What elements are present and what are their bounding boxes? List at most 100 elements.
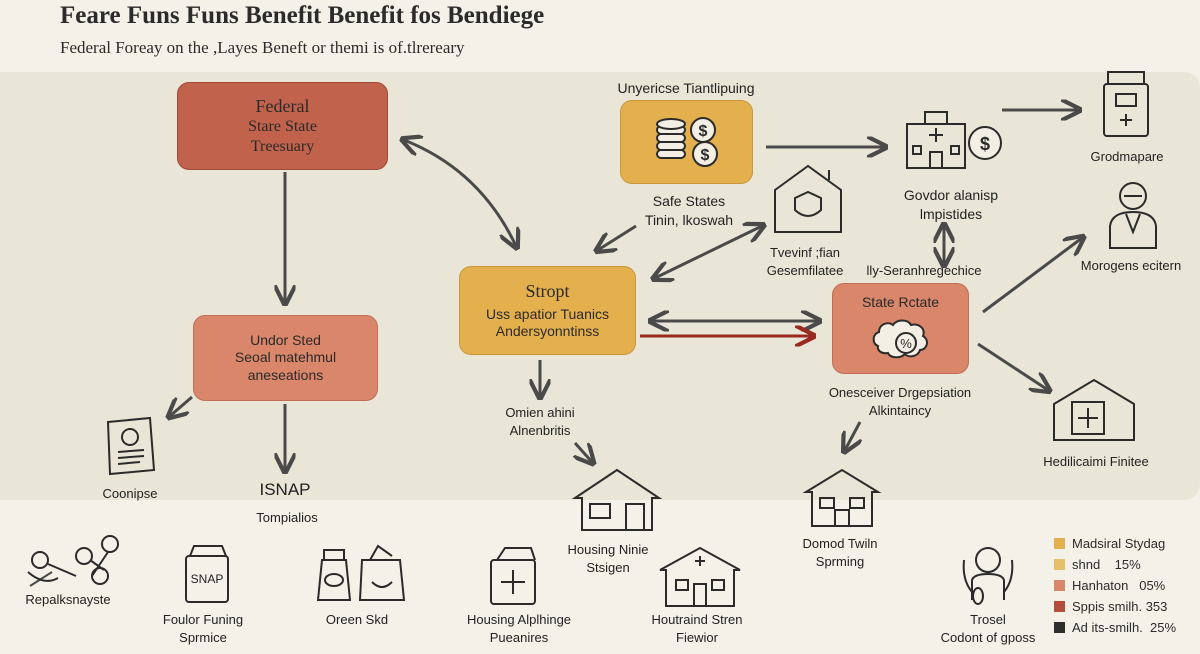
arrow-state-to-clinic	[977, 342, 1048, 390]
legend-swatch	[1054, 601, 1065, 612]
person-icon	[962, 547, 1014, 605]
label-govdor-2: lmpistides	[919, 205, 983, 222]
legend-item: Ad its-smilh. 25%	[1054, 617, 1176, 638]
federal-box-line-1: Federal	[255, 95, 310, 116]
label-onesceiver-1: Onesceiver Drgepsiation	[828, 385, 972, 400]
state-rctate-box: State Rctate %	[832, 283, 969, 374]
clinic-cross-icon	[1053, 378, 1135, 441]
snap-bag-text: SNAP	[190, 572, 224, 586]
label-tvevinf: Tvevinf ;fian Gesemfilatee	[767, 244, 844, 279]
jar-icon	[316, 549, 352, 601]
brain-money-icon: %	[872, 319, 928, 358]
label-isnap: ISNAP	[259, 480, 311, 499]
legend-label: Hanhaton 05%	[1072, 578, 1166, 593]
house-shield-icon	[774, 164, 842, 233]
label-morogens: Morogens ecitern	[1080, 258, 1182, 273]
label-grodmapare: Grodmapare	[1090, 149, 1164, 164]
label-safe-states-2: Tinin, lkoswah	[644, 211, 734, 228]
label-omien: Omien ahini Alnenbritis	[505, 404, 574, 439]
label-onesceiver: Onesceiver Drgepsiation Alkintaincy	[829, 384, 971, 419]
label-trosel: Trosel Codont of gposs	[941, 611, 1036, 646]
stropt-box-title: Stropt	[525, 281, 570, 302]
snap-bag-icon	[185, 545, 229, 603]
stropt-box: Stropt Uss apatior Tuanics Andersyonntin…	[459, 266, 636, 355]
label-housing-ninie-2: Stsigen	[586, 559, 630, 575]
stropt-box-line-3: Andersyonntinss	[495, 323, 600, 340]
legend: Madsiral Stydag shnd 15% Hanhaton 05% Sp…	[1054, 533, 1176, 638]
label-housing-alp: Housing Alplhinge Pueanires	[467, 611, 571, 646]
svg-text:$: $	[698, 123, 707, 140]
house-icon-houtraind	[659, 546, 741, 607]
arrow-safe-to-stropt	[598, 224, 637, 250]
under-box-line-1: Undor Sted	[250, 331, 321, 348]
label-domod-2: Sprming	[815, 553, 865, 569]
house-icon-domod	[802, 468, 882, 527]
svg-text:$: $	[700, 147, 709, 164]
legend-item: Hanhaton 05%	[1054, 575, 1176, 596]
label-houtraind: Houtraind Stren Fiewior	[651, 611, 742, 646]
hospital-dollar-icon: $	[980, 134, 990, 154]
under-box-line-3: aneseations	[247, 366, 324, 383]
doctor-icon	[1109, 182, 1157, 249]
legend-item: Sppis smilh. 353	[1054, 596, 1176, 617]
label-govdor: Govdor alanisp lmpistides	[904, 186, 998, 224]
coins-stack-icon: $ $	[655, 117, 718, 167]
arrow-stropt-house	[655, 226, 762, 278]
legend-label: Sppis smilh. 353	[1072, 599, 1168, 614]
treasury-money-box: $ $	[620, 100, 753, 184]
label-onesceiver-2: Alkintaincy	[868, 402, 932, 418]
label-tvevinf-1: Tvevinf ;fian	[769, 245, 841, 260]
label-repalksnayste: Repalksnayste	[25, 592, 111, 607]
grocery-bag-icon	[358, 544, 406, 601]
arrow-omien-to-housing	[575, 441, 592, 462]
label-housing-ninie-1: Housing Ninie	[567, 542, 649, 557]
label-trosel-1: Trosel	[970, 612, 1006, 627]
label-hedilicaimi: Hedilicaimi Finitee	[1043, 454, 1149, 469]
federal-treasury-box: Federal Stare State Treesuary	[177, 82, 388, 170]
label-foulor-1: Foulor Funing	[162, 612, 244, 627]
under-box-line-2: Seoal matehmul	[234, 349, 337, 366]
under-sted-box: Undor Sted Seoal matehmul aneseations	[193, 315, 378, 401]
arrow-under-to-coonipse	[170, 395, 193, 416]
arrow-federal-stropt	[404, 140, 516, 246]
label-safe-states-1: Safe States	[652, 193, 726, 209]
label-oreen: Oreen Skd	[325, 612, 389, 627]
legend-label: Ad its-smilh. 25%	[1072, 620, 1177, 635]
label-trosel-2: Codont of gposs	[940, 629, 1036, 645]
legend-item: Madsiral Stydag	[1054, 533, 1176, 554]
label-houtraind-2: Fiewior	[676, 629, 718, 645]
label-housing-alp-2: Pueanires	[489, 629, 549, 645]
label-housing-alp-1: Housing Alplhinge	[466, 612, 572, 627]
arrow-state-to-morogens	[982, 238, 1082, 314]
legend-label: shnd 15%	[1072, 557, 1141, 572]
arrow-onesceiver-to-domod	[845, 421, 860, 450]
network-icon	[27, 535, 119, 585]
label-govdor-1: Govdor alanisp	[903, 187, 999, 203]
coonipse-bag-icon	[106, 416, 156, 476]
label-foulor: Foulor Funing Sprmice	[163, 611, 243, 646]
diagram-title: Feare Funs Funs Benefit Benefit fos Bend…	[60, 2, 545, 29]
label-houtraind-1: Houtraind Stren	[651, 612, 743, 627]
label-tompialios: Tompialios	[256, 510, 318, 525]
legend-swatch	[1054, 622, 1065, 633]
federal-box-line-3: Treesuary	[250, 138, 315, 156]
federal-box-line-2: Stare State	[248, 118, 317, 136]
label-domod-1: Domod Twiln	[802, 536, 878, 551]
svg-text:%: %	[900, 336, 912, 351]
label-safe-states: Safe States Tinin, lkoswah	[645, 192, 733, 230]
legend-swatch	[1054, 559, 1065, 570]
medical-box-icon	[490, 547, 536, 605]
label-omien-1: Omien ahini	[505, 405, 575, 420]
stropt-box-line-2: Uss apatior Tuanics	[486, 305, 609, 322]
label-tvevinf-2: Gesemfilatee	[766, 262, 844, 278]
label-omien-2: Alnenbritis	[509, 422, 571, 438]
legend-swatch	[1054, 580, 1065, 591]
clipboard-icon	[1103, 71, 1149, 137]
label-ily: lly-Seranhregechice	[866, 263, 982, 278]
legend-swatch	[1054, 538, 1065, 549]
legend-label: Madsiral Stydag	[1072, 536, 1166, 551]
label-housing-ninie: Housing Ninie Stsigen	[568, 541, 649, 576]
house-icon-housing-ninie	[571, 468, 663, 531]
diagram-subtitle: Federal Foreay on the ,Layes Beneft or t…	[60, 38, 465, 57]
